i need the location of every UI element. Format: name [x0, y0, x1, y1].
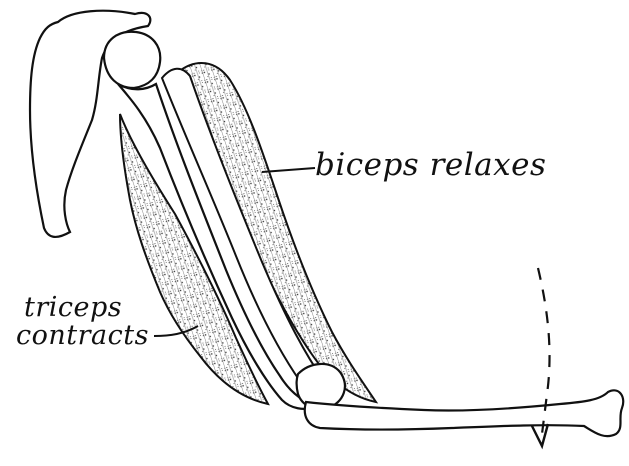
forearm-bone	[305, 390, 623, 436]
biceps-relaxes-label: biceps relaxes	[315, 150, 546, 181]
triceps-label: triceps	[24, 294, 122, 321]
humerus-head	[104, 32, 160, 88]
motion-arrow-head	[532, 424, 548, 446]
contracts-label: contracts	[16, 322, 149, 349]
biceps-leader-line	[262, 168, 315, 172]
